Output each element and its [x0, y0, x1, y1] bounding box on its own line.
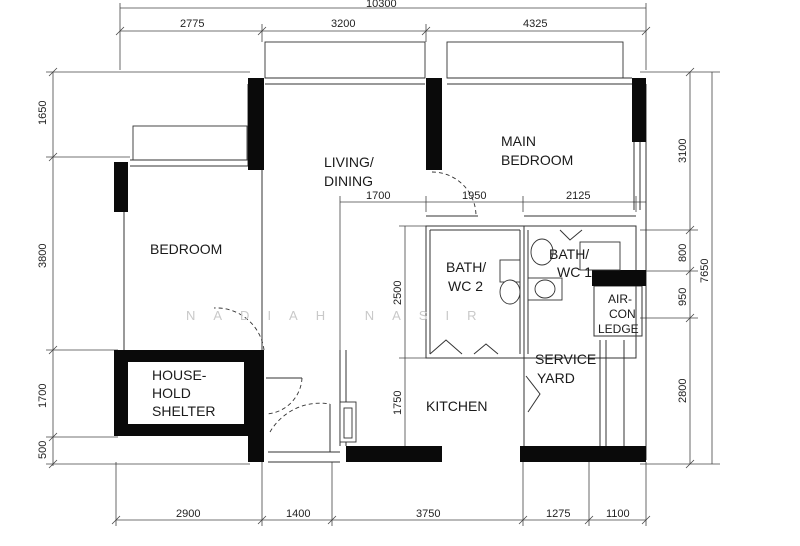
dim-total-right: 7650 [699, 259, 711, 283]
dim-right-1: 3100 [677, 139, 689, 163]
dim-bottom-4: 1275 [546, 508, 570, 520]
dimension-lines [46, 3, 720, 526]
dim-bottom-1: 2900 [176, 508, 200, 520]
bath1-label-2: WC 1 [557, 264, 592, 280]
bath1-label-1: BATH/ [549, 246, 589, 262]
dim-inner-vert-2: 1750 [392, 391, 404, 415]
shelter-label-3: SHELTER [152, 403, 216, 419]
dim-left-3: 1700 [37, 384, 49, 408]
aircon-label-2: CON [609, 307, 636, 321]
bedroom-label: BEDROOM [150, 241, 222, 257]
dim-bottom-5: 1100 [606, 508, 630, 520]
dim-inner-vert-1: 2500 [392, 281, 404, 305]
shelter-interior [128, 362, 244, 424]
dim-inner-top-3: 2125 [566, 190, 590, 202]
dimension-labels: 10300 2775 3200 4325 1700 1950 2125 1650… [37, 0, 711, 520]
dim-right-4: 2800 [677, 379, 689, 403]
main-bedroom-label-1: MAIN [501, 133, 536, 149]
dim-left-1: 1650 [37, 101, 49, 125]
dim-right-3: 950 [677, 288, 689, 306]
room-labels: LIVING/ DINING MAIN BEDROOM BEDROOM BATH… [150, 133, 639, 419]
dim-top-2: 3200 [331, 18, 355, 30]
aircon-label-1: AIR- [608, 292, 632, 306]
shelter-label-1: HOUSE- [152, 367, 207, 383]
dim-total-top: 10300 [366, 0, 397, 10]
service-yard-label-1: SERVICE [535, 351, 596, 367]
dim-inner-top-1: 1700 [366, 190, 390, 202]
dim-left-2: 3800 [37, 244, 49, 268]
watermark: NADIAH NASIR [186, 308, 494, 323]
doors [213, 171, 583, 452]
kitchen-label: KITCHEN [426, 398, 487, 414]
dim-bottom-3: 3750 [416, 508, 440, 520]
shelter-label-2: HOLD [152, 385, 191, 401]
dim-right-2: 800 [677, 244, 689, 262]
dim-left-4: 500 [37, 441, 49, 459]
dim-bottom-2: 1400 [286, 508, 310, 520]
aircon-label-3: LEDGE [598, 322, 639, 336]
bath2-label-1: BATH/ [446, 259, 486, 275]
sanitary-fixtures [499, 238, 621, 305]
dim-top-3: 4325 [523, 18, 547, 30]
living-dining-label-1: LIVING/ [324, 154, 374, 170]
dim-top-1: 2775 [180, 18, 204, 30]
bath2-label-2: WC 2 [448, 278, 483, 294]
main-bedroom-label-2: BEDROOM [501, 152, 573, 168]
dim-inner-top-2: 1950 [462, 190, 486, 202]
windows [130, 41, 641, 210]
living-dining-label-2: DINING [324, 173, 373, 189]
service-yard-label-2: YARD [537, 370, 575, 386]
